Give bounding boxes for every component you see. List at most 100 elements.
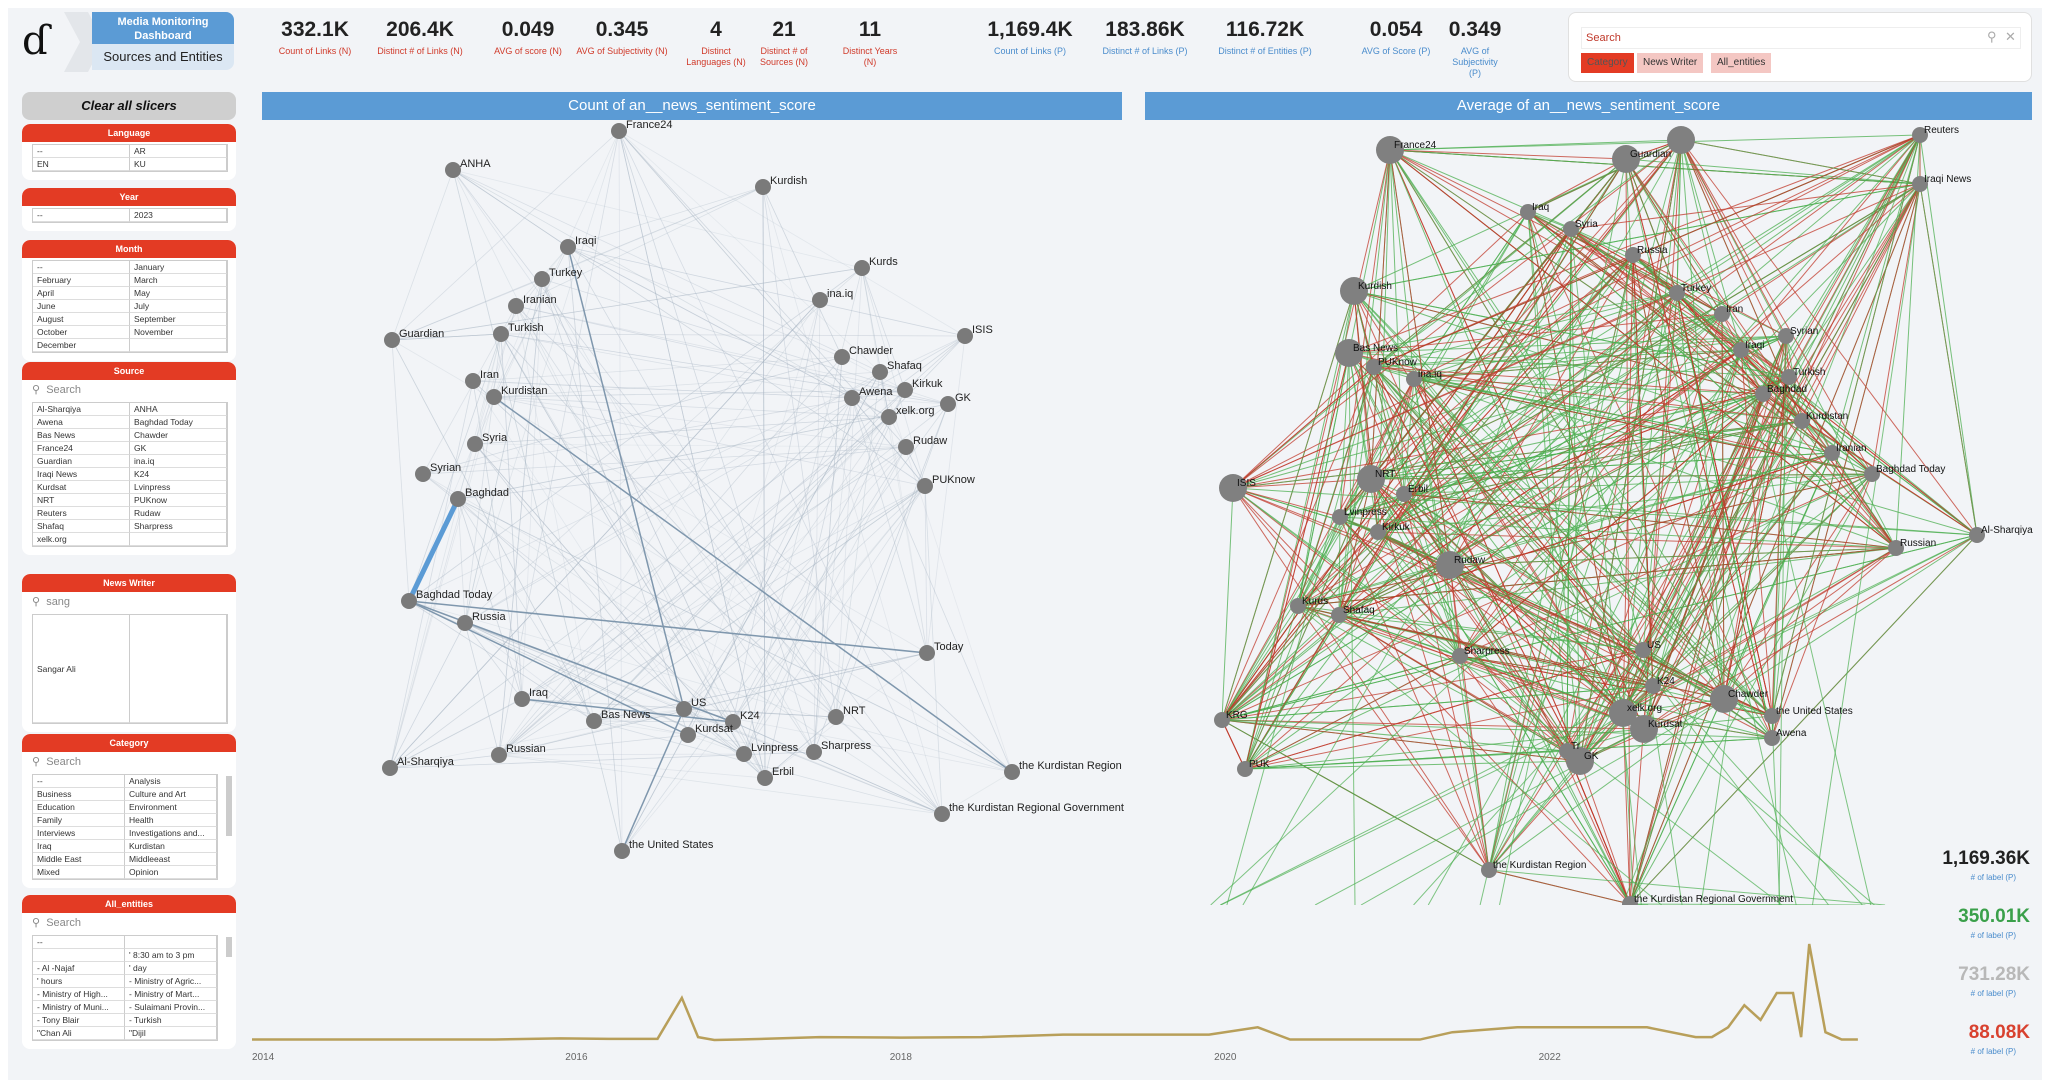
graph-node[interactable] (1609, 699, 1637, 727)
graph-node[interactable] (614, 843, 630, 859)
graph-node[interactable] (611, 123, 627, 139)
graph-node[interactable] (508, 298, 524, 314)
slicer-option[interactable]: - Tony Blair (33, 1014, 125, 1027)
slicer-option[interactable]: Iraq (33, 840, 125, 853)
graph-node[interactable] (834, 349, 850, 365)
slicer-option[interactable]: -- (33, 936, 125, 949)
graph-node[interactable] (1452, 648, 1468, 664)
graph-node[interactable] (1335, 339, 1363, 367)
graph-node[interactable] (1969, 527, 1985, 543)
graph-node[interactable] (465, 373, 481, 389)
slicer-option[interactable]: - Ministry of High... (33, 988, 125, 1001)
slicer-option[interactable]: 2023 (130, 209, 227, 222)
graph-node[interactable] (1331, 607, 1347, 623)
graph-node[interactable] (898, 439, 914, 455)
page-tab-sources-entities[interactable]: Sources and Entities (92, 44, 234, 70)
graph-node[interactable] (534, 271, 550, 287)
graph-node[interactable] (854, 260, 870, 276)
slicer-option[interactable]: Interviews (33, 827, 125, 840)
slicer-option[interactable]: Middleeast (125, 853, 217, 866)
slicer-option[interactable]: Iraqi News (33, 468, 130, 481)
slicer-option[interactable]: Family (33, 814, 125, 827)
slicer-option[interactable] (33, 949, 125, 962)
slicer-option[interactable]: January (130, 261, 227, 274)
search-input[interactable]: Search (1581, 27, 2021, 49)
clear-all-slicers-button[interactable]: Clear all slicers (22, 92, 236, 120)
graph-node[interactable] (755, 179, 771, 195)
graph-node[interactable] (1520, 204, 1536, 220)
slicer-option[interactable] (130, 533, 227, 546)
slicer-option[interactable]: Health (125, 814, 217, 827)
graph-node[interactable] (881, 409, 897, 425)
slicer-option[interactable]: - Sulaimani Provin... (125, 1001, 217, 1014)
graph-node[interactable] (1888, 540, 1904, 556)
graph-node[interactable] (897, 382, 913, 398)
slicer-option[interactable]: Baghdad Today (130, 416, 227, 429)
graph-node[interactable] (1778, 328, 1794, 344)
graph-node[interactable] (940, 396, 956, 412)
graph-node[interactable] (1625, 247, 1641, 263)
slicer-option[interactable]: Kurdistan (125, 840, 217, 853)
graph-node[interactable] (725, 714, 741, 730)
graph-node[interactable] (1864, 466, 1880, 482)
graph-node[interactable] (493, 326, 509, 342)
graph-node[interactable] (957, 328, 973, 344)
graph-node[interactable] (1436, 551, 1464, 579)
graph-node[interactable] (676, 701, 692, 717)
slicer-option[interactable]: Opinion (125, 866, 217, 879)
graph-node[interactable] (1710, 685, 1738, 713)
slicer-option[interactable]: -- (33, 775, 125, 788)
graph-node[interactable] (1357, 465, 1385, 493)
graph-node[interactable] (1635, 642, 1651, 658)
chip-news-writer[interactable]: News Writer (1637, 53, 1704, 73)
graph-node[interactable] (934, 806, 950, 822)
slicer-search-input[interactable]: ⚲ sang (22, 592, 236, 612)
graph-node[interactable] (514, 691, 530, 707)
slicer-option[interactable]: ANHA (130, 403, 227, 416)
graph-node[interactable] (1714, 306, 1730, 322)
graph-node[interactable] (384, 332, 400, 348)
graph-node[interactable] (1622, 896, 1638, 912)
scrollbar[interactable] (226, 776, 232, 836)
graph-node[interactable] (1612, 145, 1640, 173)
graph-node[interactable] (401, 593, 417, 609)
graph-node[interactable] (1214, 712, 1230, 728)
close-icon[interactable]: ✕ (2005, 29, 2016, 44)
graph-node[interactable] (1366, 359, 1382, 375)
graph-node[interactable] (1630, 715, 1658, 743)
slicer-option[interactable]: March (130, 274, 227, 287)
graph-node[interactable] (1219, 474, 1247, 502)
graph-node[interactable] (1563, 221, 1579, 237)
slicer-option[interactable]: -- (33, 261, 130, 274)
graph-node[interactable] (757, 770, 773, 786)
graph-node[interactable] (1370, 524, 1386, 540)
slicer-search-input[interactable]: ⚲ Search (22, 913, 236, 933)
slicer-option[interactable]: Awena (33, 416, 130, 429)
graph-node[interactable] (1733, 342, 1749, 358)
slicer-option[interactable]: Al-Sharqiya (33, 403, 130, 416)
slicer-option[interactable]: -- (33, 145, 130, 158)
slicer-option[interactable]: "Chan Ali (33, 1027, 125, 1040)
slicer-option[interactable]: - Ministry of Muni... (33, 1001, 125, 1014)
slicer-option[interactable]: Business (33, 788, 125, 801)
slicer-option[interactable]: Chawder (130, 429, 227, 442)
graph-node[interactable] (1340, 277, 1368, 305)
graph-node[interactable] (680, 727, 696, 743)
slicer-option[interactable]: - Ministry of Mart... (125, 988, 217, 1001)
slicer-option[interactable]: EN (33, 158, 130, 171)
chip-category[interactable]: Category (1581, 53, 1634, 73)
graph-node[interactable] (445, 162, 461, 178)
slicer-option[interactable]: Mixed (33, 866, 125, 879)
slicer-option[interactable]: Bas News (33, 429, 130, 442)
graph-node[interactable] (844, 390, 860, 406)
graph-node[interactable] (586, 713, 602, 729)
graph-node[interactable] (415, 466, 431, 482)
graph-node[interactable] (1912, 127, 1928, 143)
graph-node[interactable] (491, 747, 507, 763)
slicer-option[interactable]: Investigations and... (125, 827, 217, 840)
graph-node[interactable] (1794, 413, 1810, 429)
slicer-option[interactable]: October (33, 326, 130, 339)
graph-node[interactable] (1764, 708, 1780, 724)
slicer-option[interactable]: ' 8:30 am to 3 pm (125, 949, 217, 962)
slicer-option[interactable]: Environment (125, 801, 217, 814)
